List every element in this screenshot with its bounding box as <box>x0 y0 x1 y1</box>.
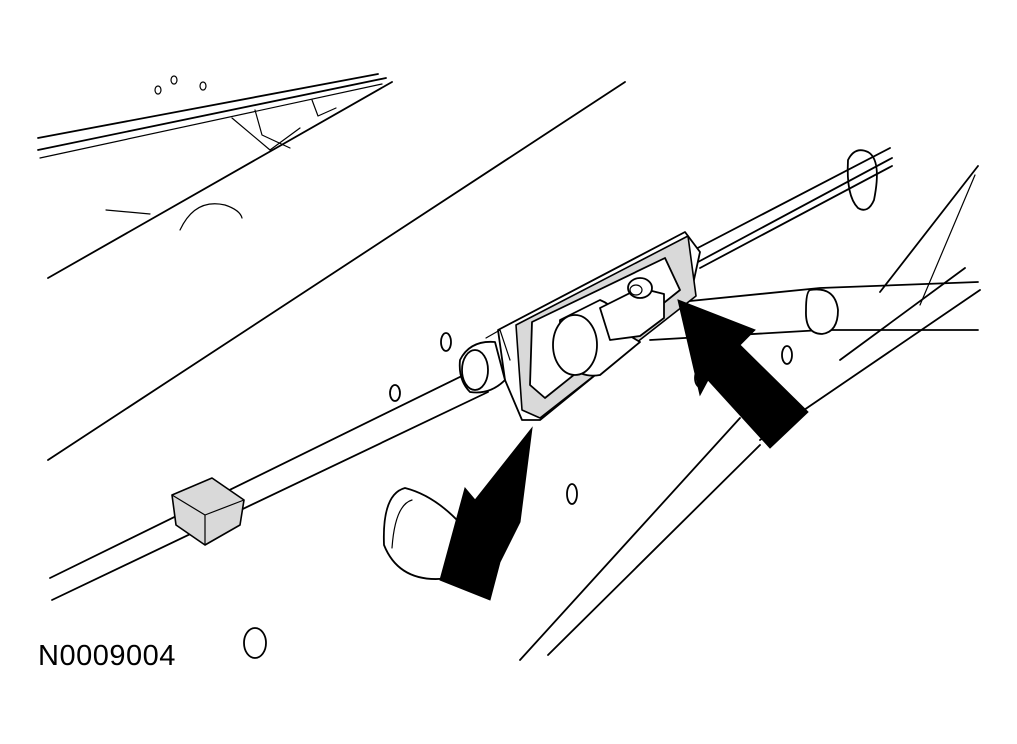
figure-reference-code: N0009004 <box>38 640 176 672</box>
grommet-assembly <box>458 231 701 421</box>
right-tube <box>649 281 979 341</box>
left-arrow-icon <box>439 426 533 601</box>
left-cable <box>49 371 489 601</box>
upper-right-cable <box>689 147 893 269</box>
right-arrow-icon <box>677 299 809 449</box>
upper-panel-frame <box>37 73 393 279</box>
indicator-arrows <box>439 299 809 601</box>
